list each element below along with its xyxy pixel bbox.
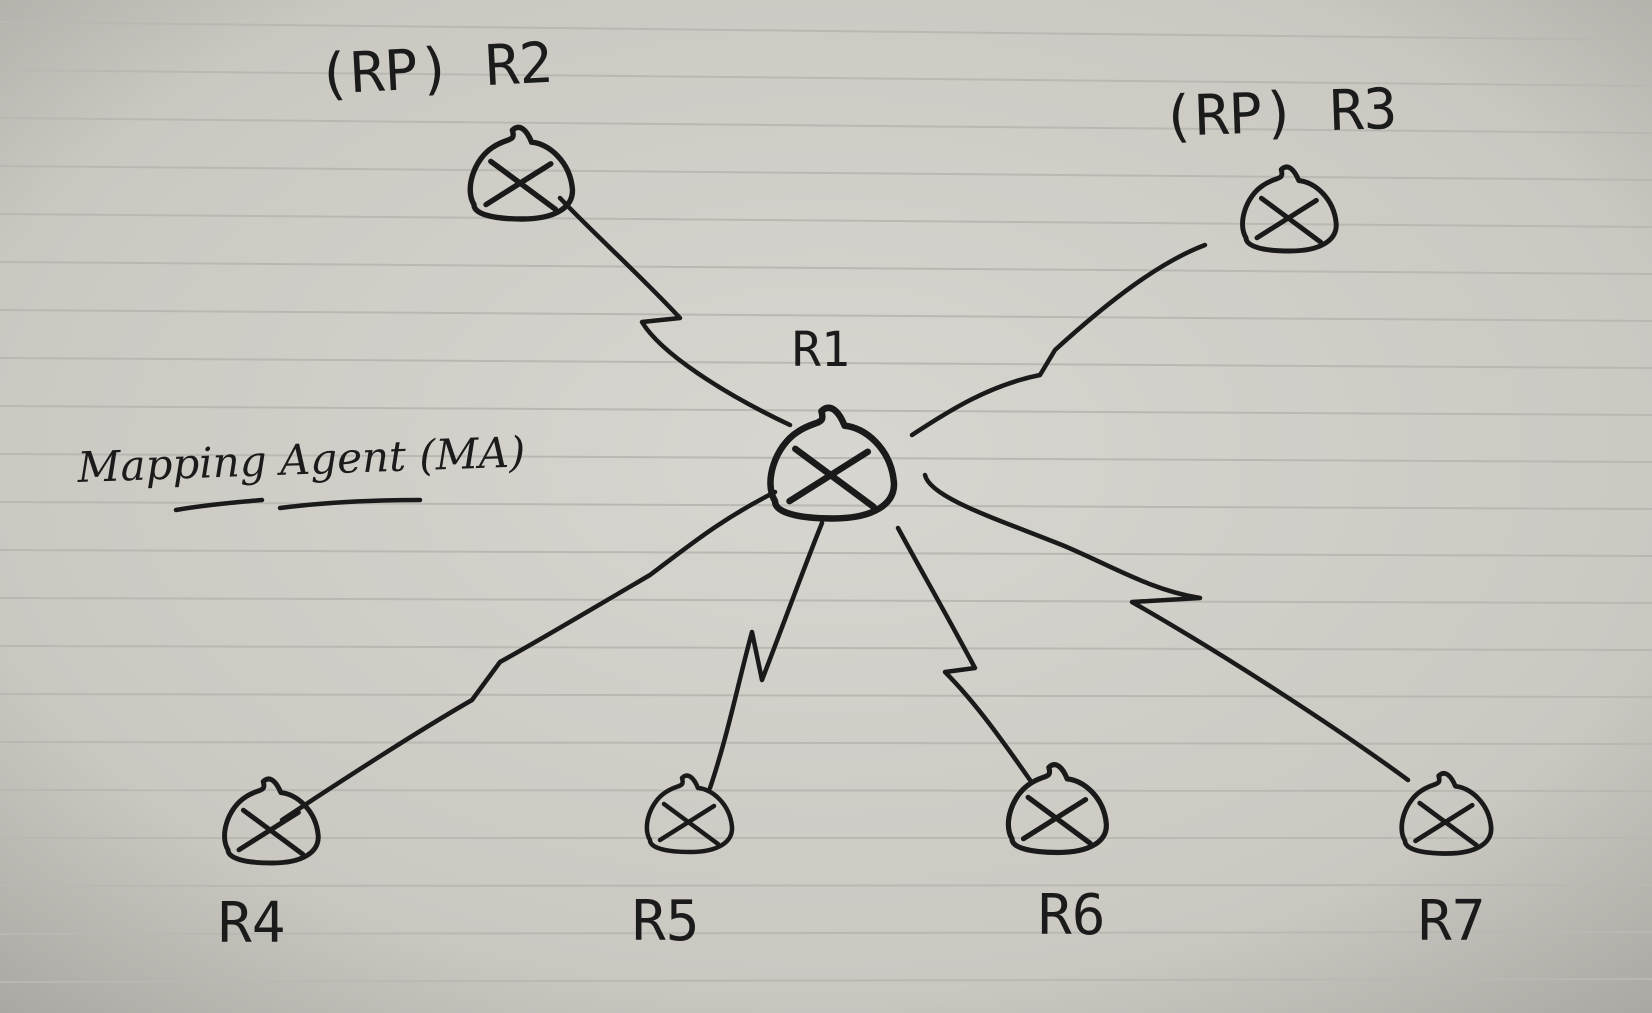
router-icon (644, 773, 735, 855)
router-icon (1240, 164, 1339, 254)
link-r1-r7 (922, 472, 1411, 783)
router-icon (1399, 770, 1494, 856)
label-r6: R6 (1038, 883, 1105, 948)
link-r1-r3 (909, 242, 1208, 438)
router-icon (767, 404, 898, 522)
label-r2: (RP) R2 (315, 31, 554, 108)
links (279, 195, 1411, 823)
label-r4: R4 (218, 891, 285, 956)
router-r1 (767, 404, 898, 522)
router-icon (222, 776, 321, 866)
link-r1-r6 (895, 525, 1033, 783)
router-r4 (222, 776, 321, 866)
link-r1-r4 (279, 489, 778, 823)
router-r6 (1005, 762, 1109, 856)
router-icon (467, 124, 576, 222)
router-icon (1005, 762, 1109, 856)
label-r7: R7 (1418, 889, 1485, 954)
router-r3 (1240, 164, 1339, 254)
link-r1-r2 (557, 195, 793, 428)
label-r1: R1 (792, 322, 850, 378)
link-r1-r5 (707, 520, 825, 791)
router-r2 (467, 124, 576, 222)
ruled-lines (0, 21, 1652, 983)
label-r5: R5 (632, 889, 699, 954)
label-r3: (RP) R3 (1160, 77, 1398, 150)
router-r5 (644, 773, 735, 855)
router-r7 (1399, 770, 1494, 856)
annotation-underline (173, 497, 423, 513)
